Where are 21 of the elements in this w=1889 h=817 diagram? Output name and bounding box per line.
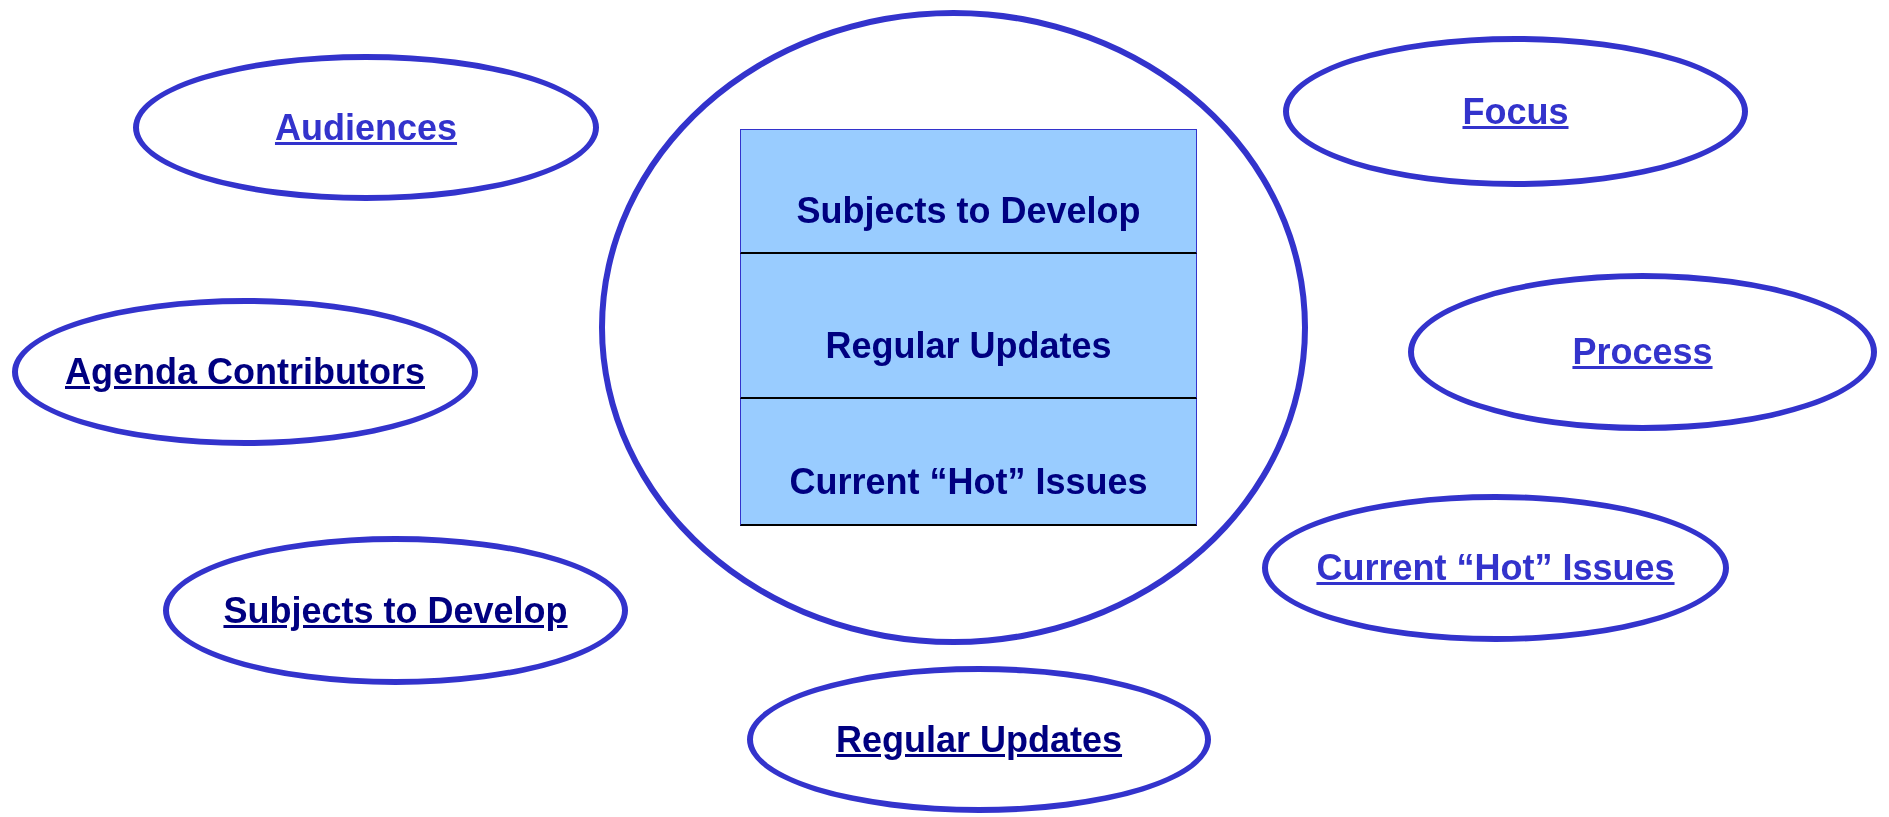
link-text: Subjects to Develop [223, 588, 568, 633]
oval [747, 666, 1211, 813]
band [740, 399, 1197, 526]
oval [1262, 494, 1729, 642]
link-text: Current “Hot” Issues [1316, 546, 1675, 590]
band-label: Current “Hot” Issues [789, 459, 1148, 504]
link-text: Regular Updates [835, 717, 1123, 762]
oval [1408, 273, 1877, 431]
oval [1283, 36, 1748, 187]
band [740, 254, 1197, 399]
oval [12, 298, 478, 446]
band-label: Regular Updates [825, 323, 1112, 368]
large-circle [599, 10, 1308, 645]
oval [163, 536, 628, 685]
link-text: Audiences [274, 105, 458, 150]
oval [133, 54, 599, 201]
band-label: Subjects to Develop [796, 189, 1141, 233]
link-text: Focus [1462, 89, 1569, 134]
link-text: Agenda Contributors [65, 350, 425, 394]
link-text: Process [1572, 330, 1713, 374]
band [740, 129, 1197, 254]
